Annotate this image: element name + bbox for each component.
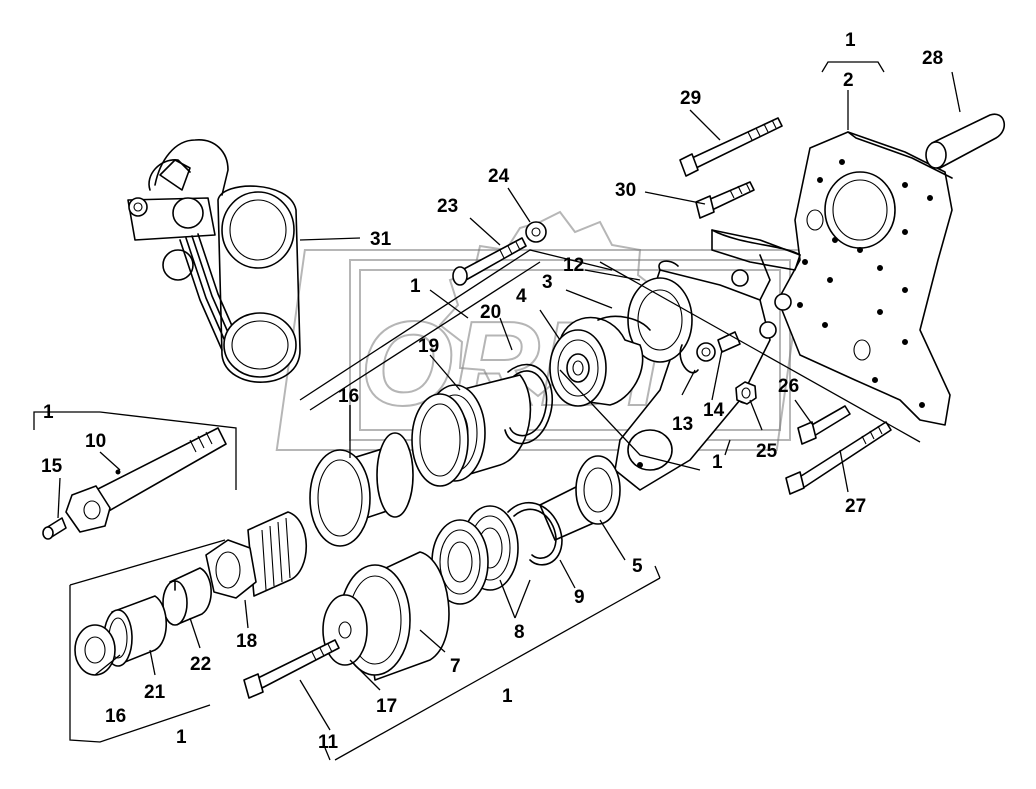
stud-18-part — [205, 511, 308, 599]
callout-12: 12 — [563, 255, 584, 276]
callout-3: 3 — [542, 272, 553, 293]
callout-5: 5 — [632, 556, 643, 577]
mounting-plate-part — [777, 131, 953, 426]
callout-19: 19 — [418, 336, 439, 357]
leader-lines — [33, 61, 961, 761]
bolt-23-part — [452, 237, 527, 286]
pin-part — [925, 113, 1006, 169]
nut-25-part — [735, 381, 757, 405]
callout-15: 15 — [41, 456, 63, 477]
snap-ring-12-part — [658, 260, 679, 271]
callout-1-top: 1 — [845, 30, 856, 51]
pulley-hub-part — [549, 315, 651, 407]
callout-25: 25 — [756, 441, 778, 462]
snap-ring-9-part — [507, 501, 563, 566]
callout-1-bottom: 1 — [502, 686, 513, 707]
callout-11: 11 — [318, 732, 339, 753]
callout-23: 23 — [437, 196, 458, 217]
seal-19-part — [411, 393, 469, 487]
bolt-30-part — [695, 181, 755, 219]
callout-29: 29 — [680, 88, 701, 109]
callout-21: 21 — [144, 682, 166, 703]
callout-1-mid: 1 — [410, 276, 421, 297]
bolt-11-part — [243, 639, 340, 699]
bushing-22-part — [162, 567, 212, 626]
spacer-5-part — [539, 455, 621, 541]
washer-24-part — [525, 221, 547, 243]
washer-16-part — [74, 624, 116, 676]
washer-17-part — [322, 594, 368, 666]
callout-16-mid: 16 — [338, 386, 359, 407]
bolt-27-part — [785, 421, 892, 495]
callout-27: 27 — [845, 496, 866, 517]
callout-14: 14 — [703, 400, 725, 421]
callout-16-left: 16 — [105, 706, 126, 727]
shaft-10-part — [65, 427, 227, 533]
callout-2: 2 — [843, 70, 854, 91]
callout-22: 22 — [190, 654, 211, 675]
callout-18: 18 — [236, 631, 257, 652]
bolt-26-part — [797, 405, 851, 445]
tensioner-arm-part — [614, 229, 801, 491]
belt-drive-part — [127, 139, 301, 383]
callout-9: 9 — [574, 587, 585, 608]
bolt-29-part — [679, 117, 783, 177]
snap-ring-20-part — [504, 363, 553, 445]
clip-13-part — [679, 342, 716, 374]
callout-31: 31 — [370, 229, 392, 250]
callout-10: 10 — [85, 431, 106, 452]
callout-26: 26 — [778, 376, 799, 397]
sleeve-16-part — [309, 432, 414, 547]
callout-7: 7 — [450, 656, 461, 677]
callout-17: 17 — [376, 696, 397, 717]
callout-labels: 1 2 28 29 30 31 24 23 12 3 1 4 20 19 16 … — [41, 30, 943, 753]
callout-1-right: 1 — [712, 452, 723, 473]
callout-4: 4 — [516, 286, 527, 307]
grease-fitting-15-part — [42, 517, 67, 540]
callout-8: 8 — [514, 622, 525, 643]
callout-20: 20 — [480, 302, 501, 323]
bearings-8-part — [431, 505, 519, 605]
callout-1-left: 1 — [43, 402, 54, 423]
callout-28: 28 — [922, 48, 943, 69]
callout-1-bottom-left: 1 — [176, 727, 187, 748]
callout-30: 30 — [615, 180, 636, 201]
callout-24: 24 — [488, 166, 510, 187]
callout-13: 13 — [672, 414, 693, 435]
